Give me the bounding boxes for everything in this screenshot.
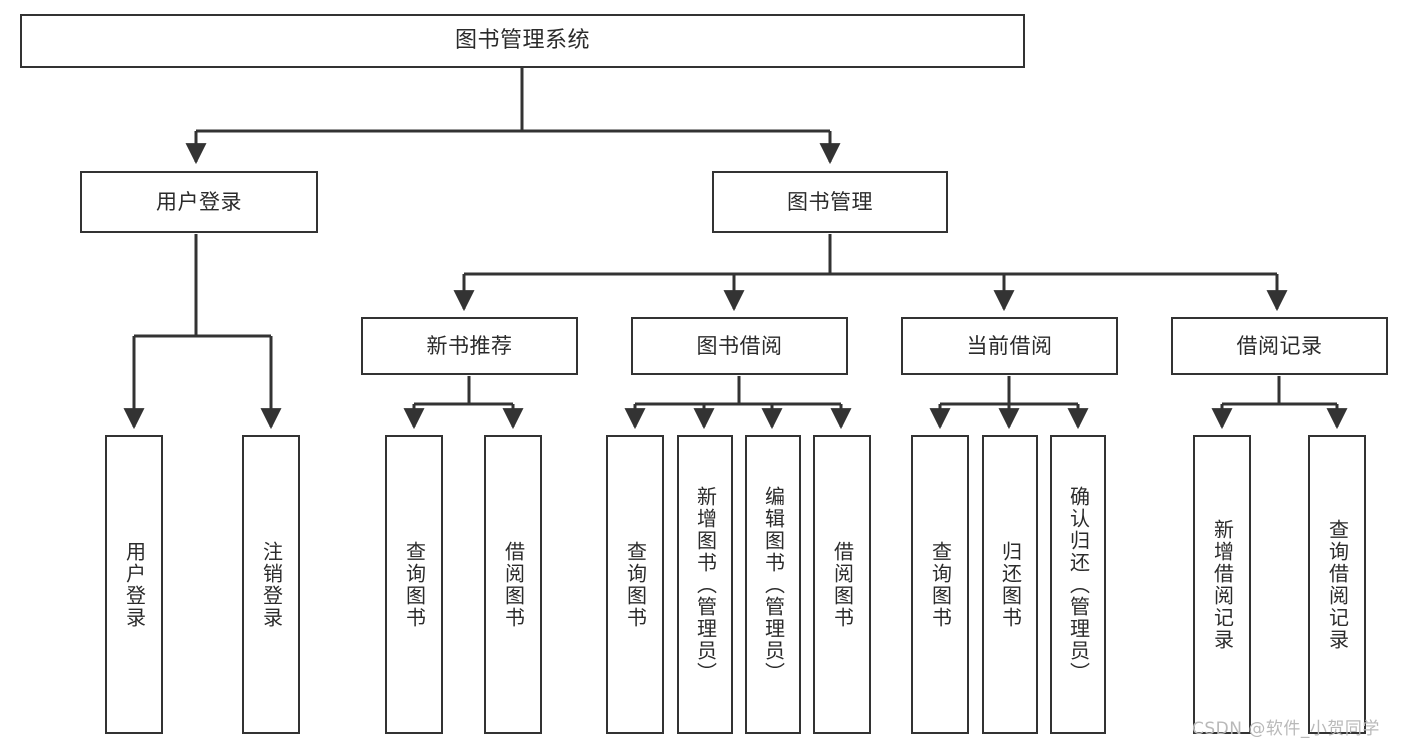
node-leaf-confirm-return[interactable]: 确认归还（管理员） (1050, 435, 1106, 734)
node-new-book-rec-label: 新书推荐 (426, 333, 513, 358)
node-leaf-query-book-1-label: 查询图书 (402, 540, 427, 629)
node-user-login[interactable]: 用户登录 (80, 171, 318, 233)
node-borrow-record[interactable]: 借阅记录 (1171, 317, 1388, 375)
node-leaf-query-book-2[interactable]: 查询图书 (606, 435, 664, 734)
node-leaf-user-login[interactable]: 用户登录 (105, 435, 163, 734)
node-leaf-query-book-2-label: 查询图书 (623, 540, 648, 629)
node-book-borrow-label: 图书借阅 (696, 333, 783, 358)
node-leaf-return-book[interactable]: 归还图书 (982, 435, 1038, 734)
node-book-manage[interactable]: 图书管理 (712, 171, 948, 233)
node-leaf-query-book-1[interactable]: 查询图书 (385, 435, 443, 734)
node-leaf-return-book-label: 归还图书 (998, 540, 1023, 629)
node-leaf-query-book-3-label: 查询图书 (928, 540, 953, 629)
node-leaf-query-book-3[interactable]: 查询图书 (911, 435, 969, 734)
node-root[interactable]: 图书管理系统 (20, 14, 1025, 68)
node-leaf-borrow-book-2-label: 借阅图书 (830, 540, 855, 629)
node-new-book-rec[interactable]: 新书推荐 (361, 317, 578, 375)
node-current-borrow[interactable]: 当前借阅 (901, 317, 1118, 375)
node-leaf-borrow-book-2[interactable]: 借阅图书 (813, 435, 871, 734)
node-leaf-add-record[interactable]: 新增借阅记录 (1193, 435, 1251, 734)
node-leaf-add-book-label: 新增图书（管理员） (693, 485, 718, 684)
node-leaf-logout-label: 注销登录 (259, 540, 284, 629)
node-root-label: 图书管理系统 (454, 28, 590, 54)
node-leaf-edit-book-label: 编辑图书（管理员） (761, 485, 786, 684)
node-leaf-borrow-book-1[interactable]: 借阅图书 (484, 435, 542, 734)
node-leaf-edit-book[interactable]: 编辑图书（管理员） (745, 435, 801, 734)
node-leaf-query-record[interactable]: 查询借阅记录 (1308, 435, 1366, 734)
node-book-manage-label: 图书管理 (787, 189, 873, 214)
node-leaf-logout[interactable]: 注销登录 (242, 435, 300, 734)
node-borrow-record-label: 借阅记录 (1236, 333, 1323, 358)
node-book-borrow[interactable]: 图书借阅 (631, 317, 848, 375)
node-leaf-borrow-book-1-label: 借阅图书 (501, 540, 526, 629)
node-leaf-query-record-label: 查询借阅记录 (1325, 518, 1350, 651)
node-current-borrow-label: 当前借阅 (966, 333, 1053, 358)
node-leaf-add-record-label: 新增借阅记录 (1210, 518, 1235, 651)
node-leaf-user-login-label: 用户登录 (122, 540, 147, 629)
node-user-login-label: 用户登录 (156, 189, 242, 214)
node-leaf-confirm-return-label: 确认归还（管理员） (1066, 485, 1091, 684)
node-leaf-add-book[interactable]: 新增图书（管理员） (677, 435, 733, 734)
